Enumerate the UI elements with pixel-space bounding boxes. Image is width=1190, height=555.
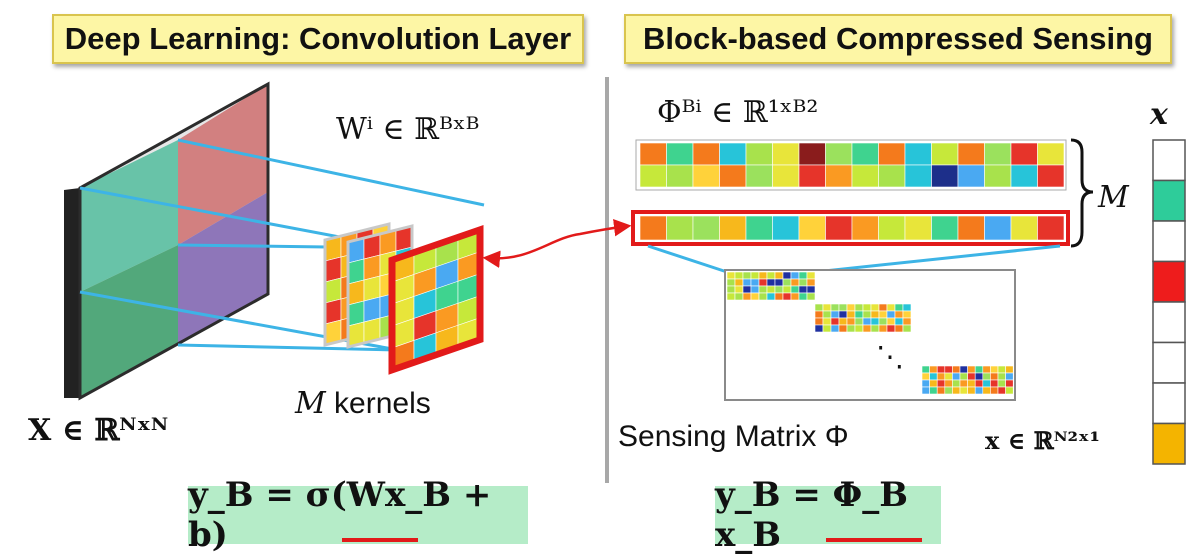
weight-label: Wⁱ ∈ ℝᴮˣᴮ	[336, 112, 480, 147]
input-quadrant-top-right	[178, 84, 268, 245]
input-quadrant-bottom-left	[80, 245, 178, 398]
x-bottom-label: x ∈ ℝᴺ²ˣ¹	[985, 426, 1100, 455]
matrix-ellipsis: ⋱	[876, 340, 904, 373]
kernel-stack	[323, 222, 484, 375]
x-vector-cell	[1152, 422, 1186, 465]
right-formula: y_B = Φ_B x_B	[715, 475, 941, 555]
input-image	[64, 81, 270, 401]
sensing-matrix-label: Sensing Matrix Φ	[618, 420, 849, 453]
x-vector-cell	[1152, 301, 1186, 344]
x-vector-cell	[1152, 341, 1186, 384]
input-quadrant-top-left	[80, 140, 178, 292]
row-to-matrix-lines	[647, 244, 1061, 274]
x-vector	[1152, 139, 1186, 465]
phi-label: Φᴮⁱ ∈ ℝ¹ˣᴮ²	[657, 95, 819, 130]
sensing-matrix	[724, 269, 1016, 401]
x-vector-cell	[1152, 139, 1186, 182]
m-brace	[1070, 138, 1094, 248]
left-formula-underline	[342, 538, 418, 542]
measurement-rows	[631, 139, 1070, 246]
kernels-label: M kernels	[295, 386, 431, 421]
left-formula: y_B = σ(Wx_B + b)	[188, 475, 528, 555]
right-panel-title: Block-based Compressed Sensing	[624, 14, 1172, 64]
correspondence-arrow	[482, 219, 632, 268]
x-vector-cell	[1152, 260, 1186, 303]
x-vector-cell	[1152, 382, 1186, 425]
x-top-label: x	[1150, 97, 1168, 132]
input-label: X ∈ ℝᴺˣᴺ	[28, 413, 169, 448]
m-label: M	[1098, 180, 1129, 215]
left-panel-title: Deep Learning: Convolution Layer	[52, 14, 584, 64]
right-formula-underline	[826, 538, 922, 542]
x-vector-cell	[1152, 179, 1186, 222]
highlighted-row	[631, 210, 1070, 246]
x-vector-cell	[1152, 220, 1186, 263]
panel-divider	[605, 77, 609, 483]
